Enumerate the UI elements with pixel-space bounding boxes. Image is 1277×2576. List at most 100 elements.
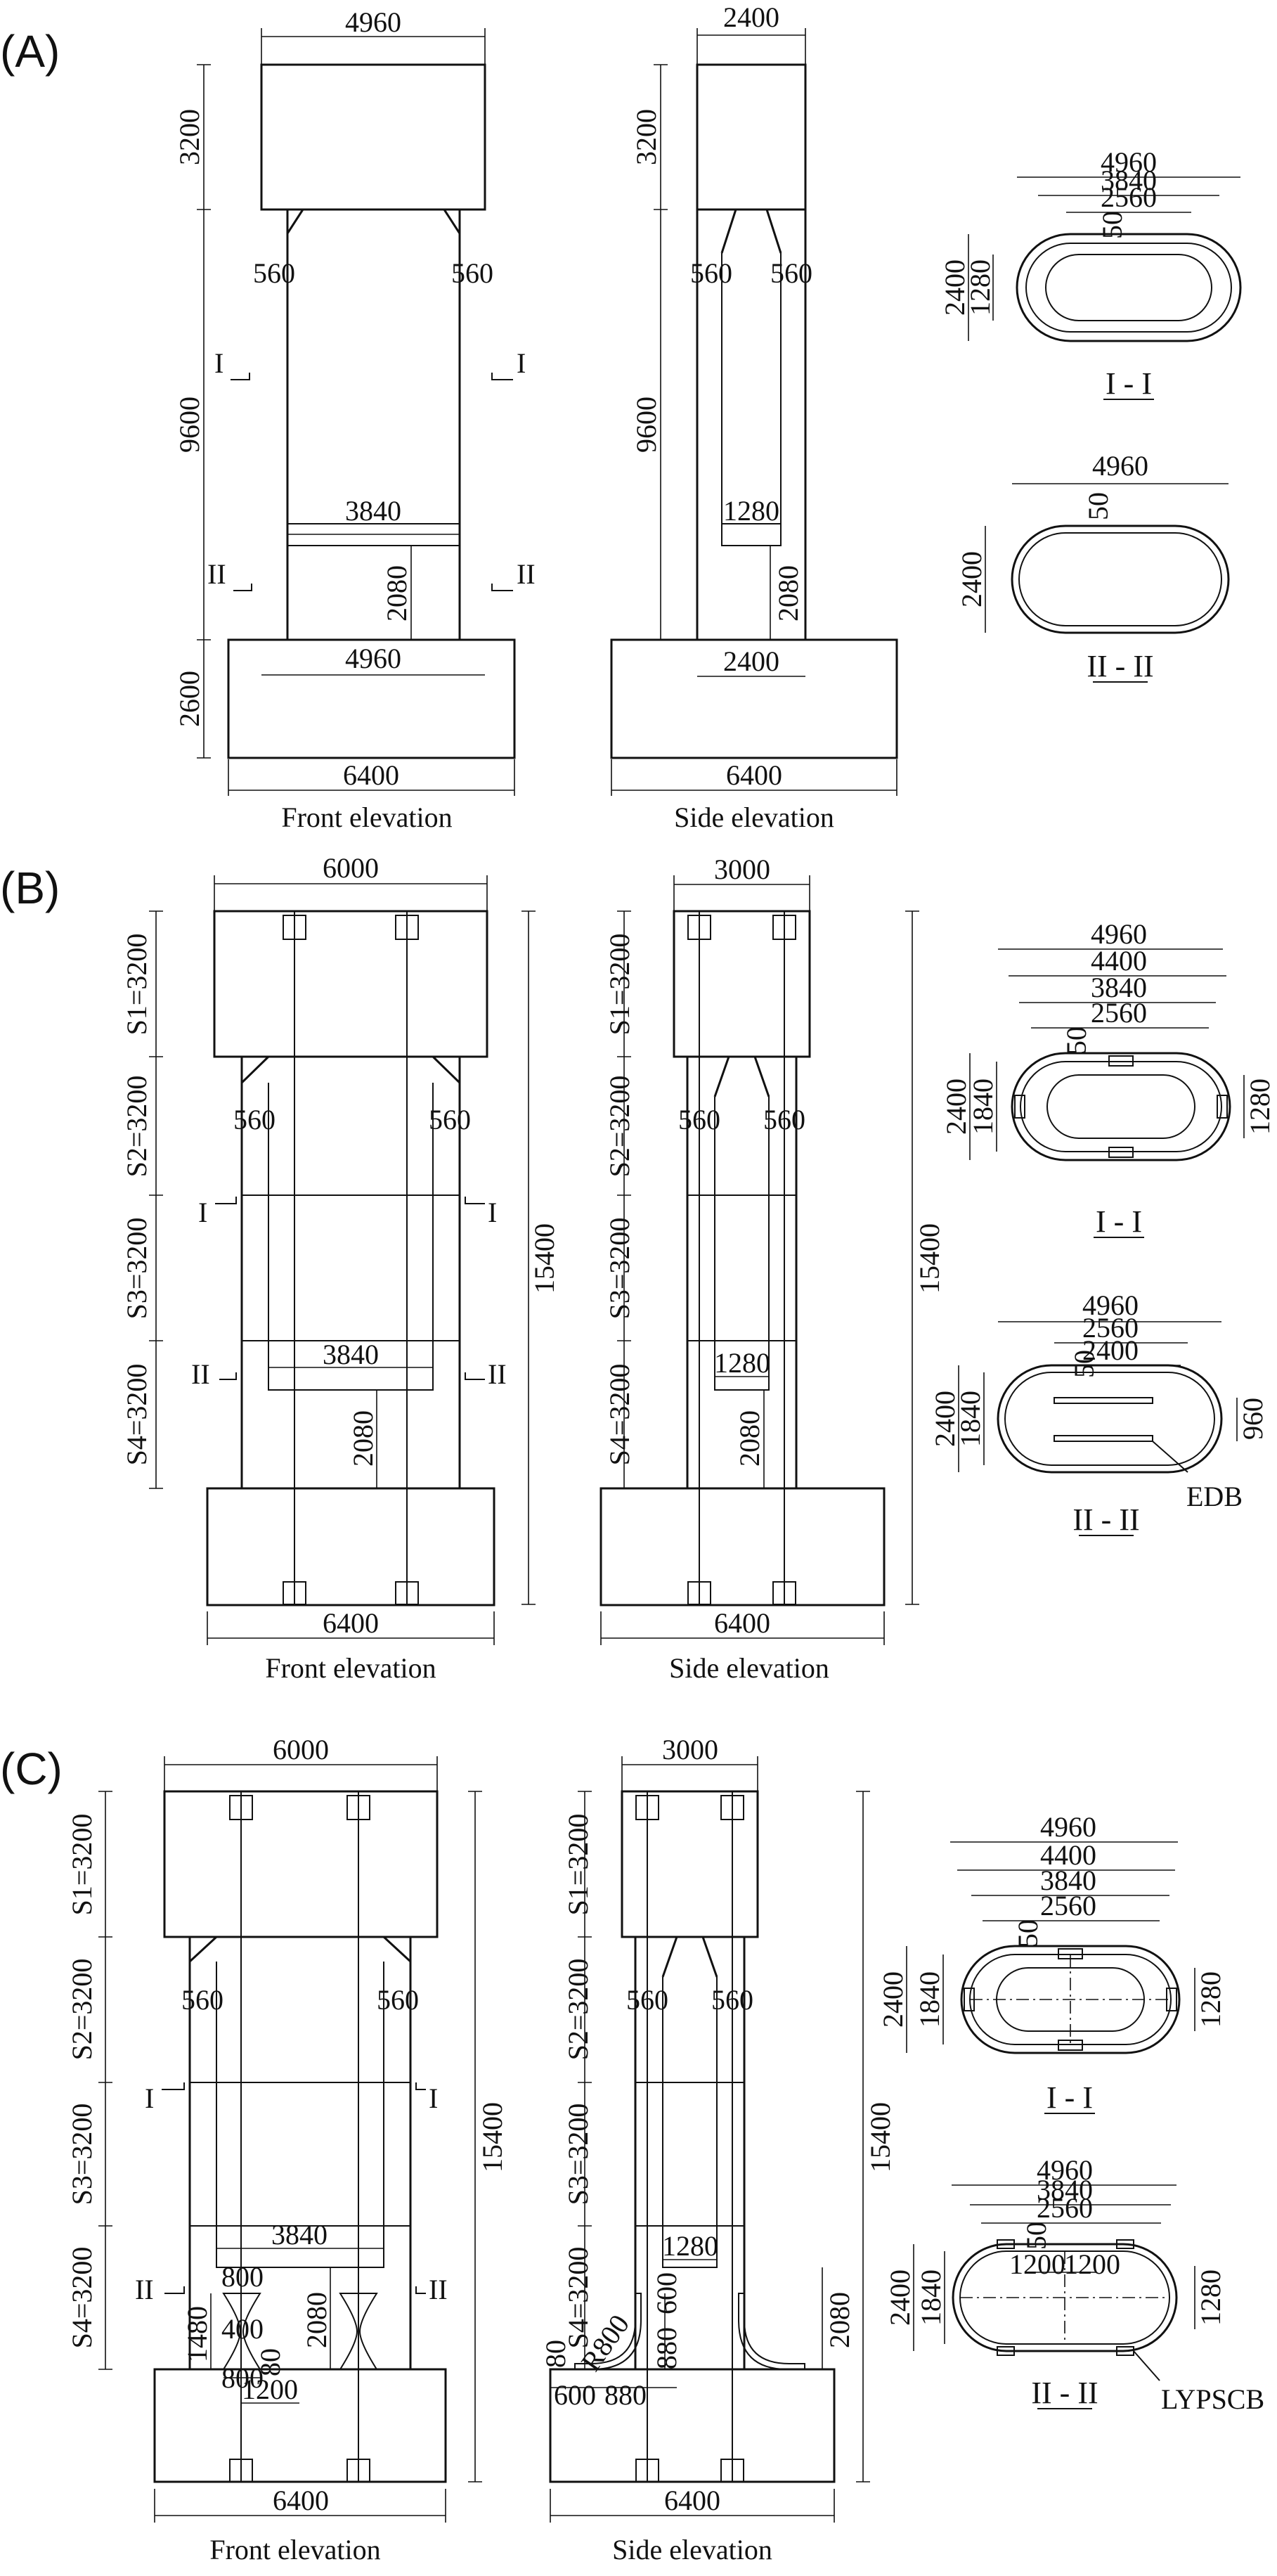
section-arrow bbox=[215, 1197, 237, 1204]
section-outline bbox=[1011, 524, 1230, 634]
front-elevation: 6000 S1=3200 S2=3200 S3=3200 S4=3200 154… bbox=[66, 1734, 508, 2565]
footing bbox=[599, 1487, 886, 1606]
dim-height: 2400 bbox=[877, 1971, 909, 2028]
dim-line bbox=[214, 875, 488, 911]
panel-label: (A) bbox=[0, 26, 60, 77]
core-bottom bbox=[721, 524, 782, 546]
dim-chamfer-left: 560 bbox=[626, 1984, 668, 2016]
leader-line bbox=[1133, 2350, 1160, 2381]
anchor-block bbox=[635, 2459, 659, 2482]
dim-line bbox=[611, 759, 897, 796]
dim-top-width: 3000 bbox=[714, 854, 770, 885]
anchor-block bbox=[283, 915, 306, 940]
section-core bbox=[1046, 1074, 1195, 1139]
dim-line bbox=[228, 759, 515, 796]
segment-lines bbox=[242, 1194, 460, 1341]
section-mark-i-left: I bbox=[198, 1197, 207, 1228]
dim-line bbox=[905, 910, 919, 1605]
dim-damper-base: 80 bbox=[254, 2348, 286, 2376]
dim-base-600: 600 bbox=[554, 2379, 596, 2411]
dim-line bbox=[207, 1611, 495, 1645]
dim-segment: S2=3200 bbox=[604, 1076, 635, 1178]
section-outline bbox=[1016, 233, 1242, 342]
dim-chamfer-right: 560 bbox=[763, 1104, 805, 1135]
dim-segment: S3=3200 bbox=[604, 1218, 635, 1320]
dim-base-880: 880 bbox=[604, 2379, 647, 2411]
front-elevation: 4960 3200 9600 2600 560 560 3840 2080 49… bbox=[174, 6, 536, 833]
dim-gap-height: 2080 bbox=[824, 2292, 855, 2348]
dim-width: 4960 bbox=[1040, 1811, 1096, 1843]
section-outline bbox=[1011, 1052, 1231, 1161]
anchor-block bbox=[1217, 1095, 1228, 1119]
dim-height: 2400 bbox=[884, 2269, 916, 2326]
section-core bbox=[1045, 254, 1212, 321]
dim-damper-top: 800 bbox=[221, 2261, 264, 2293]
dim-inner-height: 1840 bbox=[954, 1391, 986, 1447]
dim-width: 2560 bbox=[1082, 1312, 1139, 1344]
inner-core bbox=[287, 233, 460, 524]
anchor-block bbox=[1058, 1948, 1083, 1959]
dim-chamfer-right: 560 bbox=[429, 1104, 471, 1135]
anchor-block bbox=[964, 1988, 975, 2011]
dim-line bbox=[654, 64, 668, 640]
inner-core bbox=[714, 1097, 770, 1391]
dim-chamfer-right: 560 bbox=[711, 1984, 753, 2016]
pier-cap bbox=[213, 910, 488, 1058]
dim-width: 4960 bbox=[1101, 146, 1157, 178]
dim-footing-width: 6400 bbox=[664, 2485, 720, 2516]
dim-spacing-left: 1200 bbox=[1009, 2248, 1065, 2280]
dim-cover: 50 bbox=[1020, 2222, 1052, 2250]
pier-cap bbox=[673, 910, 811, 1058]
section-ii-ii: 4960 3840 2560 50 1200 1200 2400 1840 12… bbox=[884, 2154, 1264, 2415]
dim-width: 4960 bbox=[1091, 918, 1147, 950]
dim-cover: 50 bbox=[1068, 1350, 1100, 1378]
dim-width: 3840 bbox=[1040, 1865, 1096, 1896]
dim-line bbox=[696, 28, 806, 65]
dim-inner-width: 3840 bbox=[271, 2219, 328, 2250]
anchor-block bbox=[687, 915, 711, 940]
dim-inner-height: 1840 bbox=[914, 1971, 945, 2028]
dim-right-height: 1280 bbox=[1195, 2269, 1226, 2326]
dim-line bbox=[550, 2489, 835, 2523]
panel-label: (B) bbox=[0, 863, 60, 913]
dim-total-height: 15400 bbox=[864, 2102, 896, 2172]
tendon-lines bbox=[699, 911, 785, 1604]
segment-lines bbox=[687, 1194, 796, 1341]
dim-base-80: 80 bbox=[540, 2340, 571, 2368]
dim-height: 2400 bbox=[939, 259, 971, 316]
dim-footing-width: 6400 bbox=[273, 2485, 329, 2516]
inner-core bbox=[216, 1962, 384, 2268]
dim-segment: S1=3200 bbox=[121, 934, 153, 1036]
dim-right-height: 960 bbox=[1237, 1398, 1269, 1440]
section-cover-line bbox=[1020, 1061, 1222, 1152]
section-outline bbox=[960, 1945, 1181, 2054]
section-mark-ii-left: II bbox=[207, 558, 226, 590]
section-i-i: 4960 4400 3840 2560 50 2400 1840 1280 I … bbox=[940, 918, 1276, 1239]
section-title: I - I bbox=[1046, 2080, 1093, 2115]
dim-chamfer-left: 560 bbox=[253, 257, 295, 289]
dim-height: 2400 bbox=[940, 1078, 972, 1135]
dim-line bbox=[261, 28, 486, 65]
dim-width: 2560 bbox=[1101, 181, 1157, 213]
dim-gap-height: 2080 bbox=[734, 1410, 765, 1467]
edb-plate bbox=[1054, 1397, 1153, 1404]
anchor-block bbox=[346, 2459, 370, 2482]
anchor-block bbox=[395, 915, 419, 940]
section-mark-i-left: I bbox=[214, 347, 223, 379]
dim-inner-width: 1280 bbox=[723, 495, 779, 527]
dim-segment: S4=3200 bbox=[121, 1364, 153, 1466]
dim-cap-height: 3200 bbox=[174, 109, 205, 165]
dim-width: 3840 bbox=[1037, 2174, 1093, 2205]
dim-top-width: 4960 bbox=[345, 6, 401, 38]
dim-inner-width: 3840 bbox=[323, 1339, 379, 1370]
dim-line bbox=[164, 1756, 438, 1791]
dim-footing-width: 6400 bbox=[726, 759, 782, 791]
front-elevation-caption: Front elevation bbox=[265, 1652, 436, 1684]
anchor-block bbox=[687, 1581, 711, 1605]
dim-line bbox=[149, 910, 163, 1489]
dim-line bbox=[856, 1791, 870, 2482]
inner-core bbox=[662, 1977, 718, 2268]
chamfer-lines bbox=[713, 1056, 770, 1097]
front-elevation-caption: Front elevation bbox=[281, 801, 452, 833]
